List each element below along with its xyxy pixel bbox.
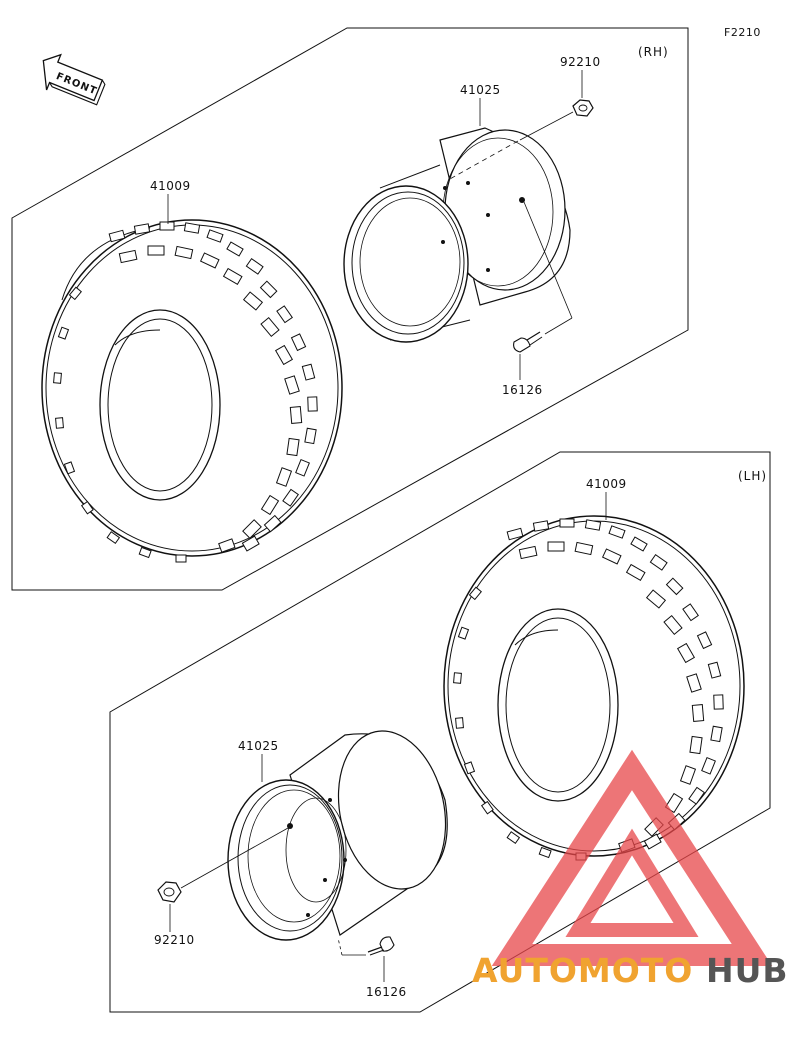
rh-wheel-part-number: 41025 — [460, 83, 501, 97]
lh-wheel-part-number: 41025 — [238, 739, 279, 753]
lh-valve — [367, 936, 395, 956]
watermark-part2: HUB — [706, 951, 789, 990]
rh-tire-part-number: 41009 — [150, 179, 191, 193]
rh-valve-part-number: 16126 — [502, 383, 543, 397]
rh-side-label: (RH) — [638, 45, 669, 59]
front-arrow-icon: FRONT — [42, 53, 106, 106]
lh-valve-part-number: 16126 — [366, 985, 407, 999]
rh-nut-part-number: 92210 — [560, 55, 601, 69]
rh-tire — [41, 219, 343, 563]
rh-wheel — [343, 127, 571, 343]
lh-group: (LH) — [109, 451, 771, 1013]
lh-wheel — [227, 730, 448, 941]
figure-code: F2210 — [724, 26, 761, 39]
lh-tire — [443, 515, 745, 861]
lh-tire-part-number: 41009 — [586, 477, 627, 491]
watermark-part1: AUTOMOTO — [472, 951, 693, 990]
lh-nut-part-number: 92210 — [154, 933, 195, 947]
lh-side-label: (LH) — [738, 469, 767, 483]
automotohub-wordmark: AUTOMOTO HUB — [472, 951, 789, 990]
rh-valve — [513, 331, 543, 353]
lh-group-frame — [109, 451, 771, 1013]
automotohub-logo — [491, 749, 773, 966]
rh-group-frame — [11, 27, 689, 591]
rh-nut — [572, 99, 594, 117]
lh-nut — [157, 881, 182, 903]
rh-group: (RH) — [11, 27, 689, 591]
